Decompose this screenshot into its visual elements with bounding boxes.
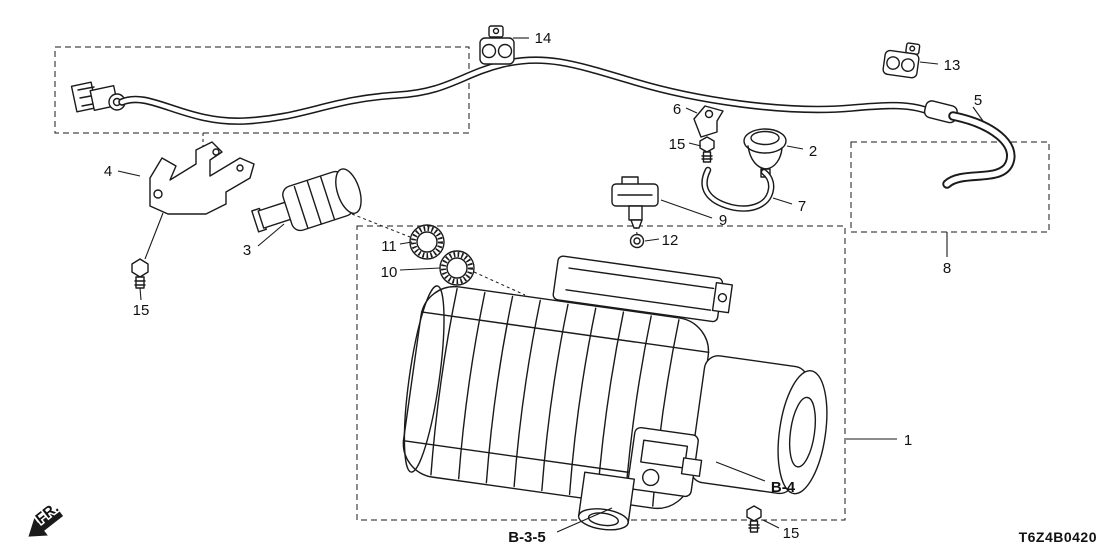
- tube-left-connector: [70, 81, 126, 113]
- fr-direction-arrow: [28, 508, 64, 537]
- callout-labels: 1 2 3 4 5 6 7 8 9 10 11 12 13 14 15 15 1…: [104, 30, 982, 542]
- canister-assembly-1: [402, 255, 828, 531]
- canister-bracket-4: [149, 141, 255, 215]
- o-ring-10: [439, 250, 475, 286]
- leader-lines: [117, 37, 984, 533]
- tube-clamp-13: [882, 42, 921, 79]
- callout-8[interactable]: 8: [943, 260, 951, 277]
- vent-shut-valve-3: [251, 168, 362, 233]
- callout-12[interactable]: 12: [662, 232, 679, 249]
- nut-12: [629, 233, 645, 249]
- fuel-vapor-tube: [70, 56, 958, 125]
- callout-7[interactable]: 7: [798, 198, 806, 215]
- valve-bracket-6: [693, 105, 724, 138]
- callout-2[interactable]: 2: [809, 143, 817, 160]
- callout-1[interactable]: 1: [904, 432, 912, 449]
- dashed-box-hose-8: [850, 141, 1050, 233]
- ref-b4[interactable]: B-4: [771, 479, 796, 496]
- bolt-15b: [699, 136, 715, 163]
- vent-hose-5: [942, 111, 1016, 189]
- callout-6[interactable]: 6: [673, 101, 681, 118]
- callout-5[interactable]: 5: [974, 92, 982, 109]
- callout-3[interactable]: 3: [243, 242, 251, 259]
- ref-b35[interactable]: B-3-5: [508, 529, 546, 546]
- bolt-15c: [746, 505, 762, 533]
- callout-14[interactable]: 14: [535, 30, 552, 47]
- callout-10[interactable]: 10: [381, 264, 398, 281]
- o-ring-11: [409, 224, 445, 260]
- diagram-code: T6Z4B0420: [1019, 529, 1097, 545]
- tube-clamp-14: [479, 25, 515, 65]
- vapor-tube-7: [701, 166, 775, 212]
- callout-13[interactable]: 13: [944, 57, 961, 74]
- callout-15a[interactable]: 15: [133, 302, 150, 319]
- pressure-sensor-9: [611, 176, 659, 229]
- callout-9[interactable]: 9: [719, 212, 727, 229]
- callout-15b[interactable]: 15: [669, 136, 686, 153]
- bolt-15a: [131, 212, 164, 289]
- callout-11[interactable]: 11: [381, 238, 397, 255]
- callout-15c[interactable]: 15: [783, 525, 800, 542]
- callout-4[interactable]: 4: [104, 163, 112, 180]
